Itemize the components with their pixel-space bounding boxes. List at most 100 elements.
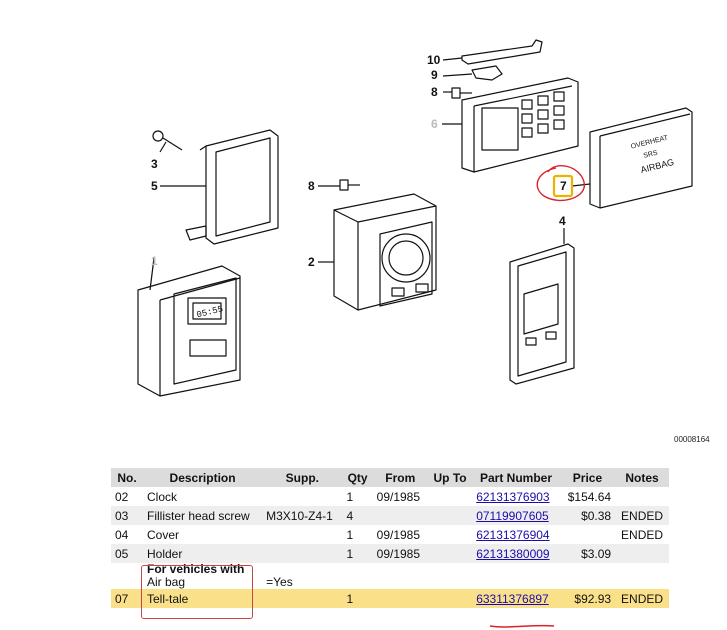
catalog-id: 00008164 <box>674 435 710 444</box>
callout-9: 9 <box>431 68 438 82</box>
row-description: Tell-tale <box>143 589 263 608</box>
callout-10: 10 <box>427 53 441 67</box>
row-price: $154.64 <box>567 489 612 504</box>
part-number-link[interactable]: 07119907605 <box>476 508 549 523</box>
row-part-number-cell: 62131376904 <box>472 525 560 544</box>
row-price: $0.38 <box>559 506 616 525</box>
header-from: From <box>372 468 428 487</box>
row-no: 04 <box>115 527 129 542</box>
part-number-link[interactable]: 63311376897 <box>476 591 549 606</box>
row-notes: ENDED <box>615 589 669 608</box>
callout-3: 3 <box>151 157 158 171</box>
row-qty: 1 <box>346 527 354 542</box>
row-no: 02 <box>115 489 129 504</box>
row-part-number-cell: 63311376897 <box>472 589 560 608</box>
part-2-cover <box>318 193 437 311</box>
parts-table: No. Description Supp. Qty From Up To Par… <box>111 468 669 608</box>
part-5-holder <box>160 129 279 245</box>
part-8-screw-mid <box>318 179 360 191</box>
header-supp: Supp. <box>262 468 343 487</box>
row-qty: 1 <box>342 544 373 563</box>
callout-8-top: 8 <box>431 85 438 99</box>
callout-8-mid: 8 <box>308 179 315 193</box>
row-from: 09/1985 <box>376 527 421 542</box>
callout-7: 7 <box>560 179 567 193</box>
table-row-highlighted: 07 Tell-tale 1 63311376897 $92.93 ENDED <box>111 589 669 608</box>
row-upto <box>427 544 473 563</box>
table-row: 03 Fillister head screw M3X10-Z4-1 4 071… <box>111 506 669 525</box>
row-description: Fillister head screw <box>143 506 263 525</box>
row-from: 09/1985 <box>372 544 428 563</box>
header-notes: Notes <box>615 468 669 487</box>
condition-value: =Yes <box>262 563 343 589</box>
table-row: 05 Holder 1 09/1985 62131380009 $3.09 <box>111 544 669 563</box>
callout-2: 2 <box>308 255 315 269</box>
row-qty: 1 <box>342 589 373 608</box>
callout-5: 5 <box>151 179 158 193</box>
row-upto <box>427 506 473 525</box>
row-supp <box>262 525 342 544</box>
row-price <box>560 525 615 544</box>
row-notes: ENDED <box>615 506 669 525</box>
table-header-row: No. Description Supp. Qty From Up To Par… <box>111 468 669 487</box>
table-row: 02 Clock 1 09/1985 62131376903 $154.64 <box>111 487 669 506</box>
row-no: 03 <box>111 506 143 525</box>
condition-note-row: For vehicles with Air bag =Yes <box>111 563 669 589</box>
header-description: Description <box>143 468 263 487</box>
tell-tale-label-overheat: OVERHEAT <box>630 134 669 150</box>
callout-4: 4 <box>559 214 566 228</box>
part-4-frame <box>509 228 575 385</box>
parts-diagram: 10 9 8 6 3 5 8 2 7 4 1 OVERHEAT SRS AIRB… <box>137 39 710 444</box>
header-upto: Up To <box>427 468 473 487</box>
row-from <box>372 506 428 525</box>
part-3-screw <box>152 130 183 153</box>
header-part-number: Part Number <box>472 468 560 487</box>
clock-display-text: 05:55 <box>196 304 225 320</box>
row-notes <box>615 487 669 506</box>
row-price: $3.09 <box>559 544 616 563</box>
row-upto <box>427 589 473 608</box>
callout-1: 1 <box>151 254 158 268</box>
part-6-indicator-housing <box>442 77 579 173</box>
condition-note: For vehicles with Air bag <box>143 563 263 589</box>
row-upto <box>428 487 472 506</box>
part-9-clip <box>442 65 503 81</box>
callout-7-highlight-box <box>552 174 574 198</box>
part-number-link[interactable]: 62131376903 <box>476 489 550 504</box>
row-from: 09/1985 <box>376 489 421 504</box>
table-row: 04 Cover 1 09/1985 62131376904 ENDED <box>111 525 669 544</box>
row-part-number-cell: 62131380009 <box>472 544 560 563</box>
row-qty: 1 <box>346 489 354 504</box>
row-supp <box>262 589 343 608</box>
row-part-number-cell: 07119907605 <box>472 506 560 525</box>
part-7-tell-tale <box>571 107 693 209</box>
row-notes: ENDED <box>621 527 664 542</box>
row-part-number-cell: 62131376903 <box>472 487 560 506</box>
row-price: $92.93 <box>559 589 616 608</box>
row-notes <box>615 544 669 563</box>
row-no: 07 <box>111 589 143 608</box>
part-8-screw-top <box>443 87 472 99</box>
part-number-link[interactable]: 62131380009 <box>476 546 550 561</box>
red-circle-annotation <box>536 164 585 202</box>
tell-tale-label-srs: SRS <box>643 150 659 160</box>
row-supp <box>262 487 342 506</box>
row-qty: 4 <box>342 506 373 525</box>
row-no: 05 <box>111 544 143 563</box>
part-1-clock <box>137 257 241 397</box>
row-from <box>372 589 428 608</box>
condition-item: Air bag <box>147 575 186 589</box>
row-supp <box>262 544 343 563</box>
header-qty: Qty <box>342 468 373 487</box>
callout-6: 6 <box>431 117 438 131</box>
row-supp: M3X10-Z4-1 <box>262 506 343 525</box>
header-price: Price <box>559 468 616 487</box>
row-description: Clock <box>147 489 178 504</box>
row-upto <box>428 525 472 544</box>
header-no: No. <box>111 468 143 487</box>
row-description: Cover <box>147 527 180 542</box>
red-underline-annotation <box>489 624 555 628</box>
part-10-bracket <box>442 39 543 65</box>
row-description: Holder <box>143 544 263 563</box>
part-number-link[interactable]: 62131376904 <box>476 527 550 542</box>
